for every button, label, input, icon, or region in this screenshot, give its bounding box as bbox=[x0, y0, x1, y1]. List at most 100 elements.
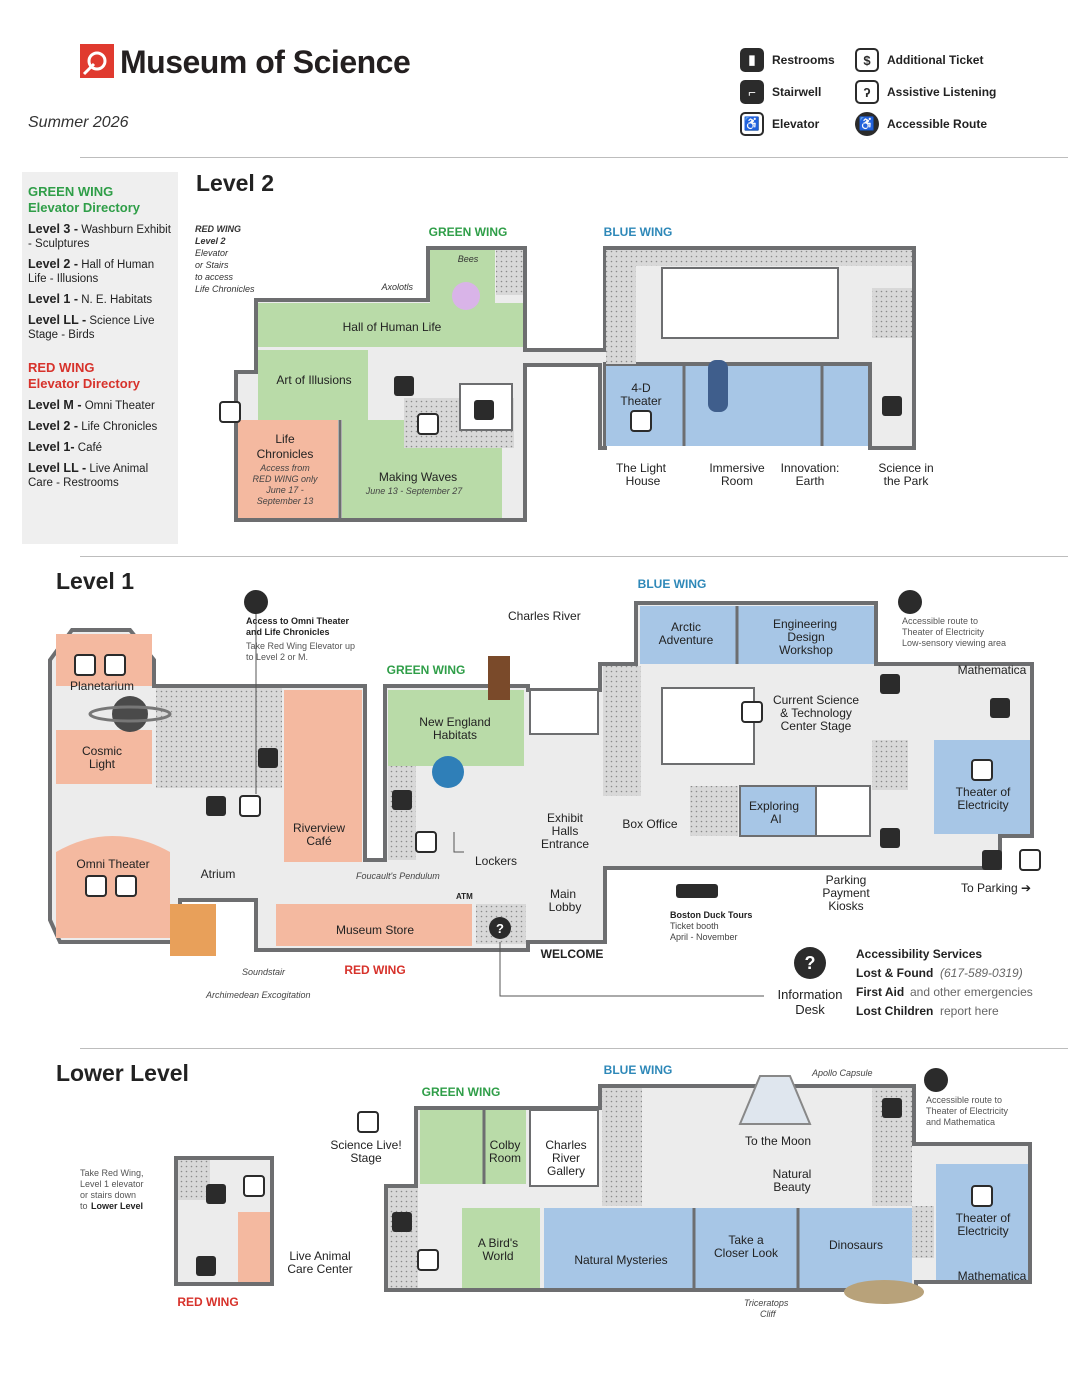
directory-entry: Level M - Omni Theater bbox=[28, 398, 155, 412]
info-desk-label: Desk bbox=[795, 1002, 825, 1017]
parking-kiosks-label: Kiosks bbox=[828, 899, 863, 913]
to-parking-label: To Parking ➔ bbox=[961, 881, 1031, 895]
note-line: Elevator bbox=[195, 248, 229, 258]
hatch-area bbox=[912, 1206, 934, 1258]
theater-electricity-room bbox=[934, 740, 1030, 834]
lower-access-note: Accessible route to bbox=[926, 1095, 1002, 1105]
blue-wing-level-2 bbox=[606, 366, 868, 446]
charles-river-label: Charles River bbox=[508, 609, 581, 623]
exhibit-halls-label: Entrance bbox=[541, 837, 589, 851]
box-office-label: Box Office bbox=[622, 817, 677, 831]
stairwell-icon bbox=[392, 790, 412, 810]
main-lobby-label: Main bbox=[550, 887, 576, 901]
elevator-icon bbox=[1019, 849, 1041, 871]
light-house-label: The Light bbox=[616, 461, 667, 475]
apollo-capsule-icon bbox=[738, 1075, 812, 1125]
restroom-icon bbox=[880, 828, 900, 848]
theater-electricity-lower bbox=[936, 1164, 1028, 1280]
lost-found-label: Lost & Found bbox=[856, 966, 933, 980]
restroom-icon bbox=[990, 698, 1010, 718]
hatch-area bbox=[388, 766, 416, 860]
blue-room bbox=[661, 267, 839, 339]
level-1-green-wing: GREEN WING bbox=[387, 663, 466, 677]
life-note: RED WING only bbox=[252, 474, 318, 484]
wheelchair-icon bbox=[898, 590, 922, 614]
hatch-area bbox=[496, 250, 523, 295]
theater-electricity-label: Electricity bbox=[957, 798, 1008, 812]
ticket-icon bbox=[630, 410, 652, 432]
current-science-label: Current Science bbox=[773, 693, 859, 707]
triceratops-icon bbox=[844, 1280, 924, 1304]
exhibit-halls-label: Halls bbox=[552, 824, 579, 838]
atrium-label: Atrium bbox=[201, 867, 236, 881]
immersive-room-label: Immersive bbox=[709, 461, 765, 475]
science-park-label: the Park bbox=[884, 474, 930, 488]
engineering-workshop-label: Workshop bbox=[779, 643, 833, 657]
first-aid-note: and other emergencies bbox=[910, 985, 1033, 999]
charles-gallery-room bbox=[529, 1109, 599, 1187]
duck-tours-note: April - November bbox=[670, 932, 738, 942]
omni-access-note: Access to Omni Theater bbox=[246, 616, 350, 626]
main-lobby-label: Lobby bbox=[549, 900, 582, 914]
restroom-icon bbox=[882, 396, 902, 416]
live-animal-label: Care Center bbox=[287, 1262, 352, 1276]
charles-gallery-label: Gallery bbox=[547, 1164, 585, 1178]
info-desk-glyph: ? bbox=[805, 953, 816, 973]
divider bbox=[80, 157, 1068, 158]
note-line: or Stairs bbox=[195, 260, 229, 270]
ear-icon bbox=[115, 875, 137, 897]
elevator-icon bbox=[243, 1175, 265, 1197]
exploring-ai-label: Exploring bbox=[749, 799, 799, 813]
theater-4d-label: 4-D bbox=[631, 381, 651, 395]
arctic-adventure-label: Arctic bbox=[671, 620, 701, 634]
directory-entry: Level 2 - Life Chronicles bbox=[28, 419, 158, 433]
season-label: Summer 2026 bbox=[28, 114, 129, 131]
directory-red-title: RED WING bbox=[28, 360, 95, 375]
first-aid-label: First Aid bbox=[856, 985, 904, 999]
ne-habitats-label: New England bbox=[419, 715, 490, 729]
access-route-note: Theater of Electricity bbox=[902, 627, 985, 637]
elevator-icon bbox=[417, 1249, 439, 1271]
duck-tours-label: Boston Duck Tours bbox=[670, 910, 752, 920]
theater-4d-label: Theater bbox=[620, 394, 661, 408]
stairwell-icon bbox=[392, 1212, 412, 1232]
lower-icons bbox=[196, 1068, 993, 1304]
question-icon bbox=[489, 917, 511, 939]
legend-stairwell: ⌐Stairwell bbox=[740, 80, 821, 104]
current-science-label: Center Stage bbox=[781, 719, 852, 733]
hatch-area bbox=[872, 288, 912, 338]
directory-green-title: GREEN WING bbox=[28, 184, 114, 199]
ear-icon: ʔ bbox=[855, 80, 879, 104]
question-glyph: ? bbox=[496, 921, 504, 936]
level-1-blue-wing: BLUE WING bbox=[638, 577, 707, 591]
immersive-room-label: Room bbox=[721, 474, 753, 488]
directory-red-subtitle: Elevator Directory bbox=[28, 376, 140, 391]
elevator-icon bbox=[417, 413, 439, 435]
science-live-label: Stage bbox=[350, 1151, 382, 1165]
archimedean-icon bbox=[170, 904, 216, 956]
elevator-directory: GREEN WING Elevator Directory Level 3 - … bbox=[22, 172, 178, 544]
wheelchair-icon bbox=[244, 590, 268, 614]
duck-boat-icon bbox=[676, 884, 718, 898]
exploring-ai-label: AI bbox=[770, 812, 781, 826]
mathematica-lower-label: Mathematica bbox=[958, 1269, 1027, 1283]
making-waves-label: Making Waves bbox=[379, 470, 457, 484]
hatch-area bbox=[636, 250, 912, 266]
lower-red-note: Level 1 elevator bbox=[80, 1179, 144, 1189]
natural-beauty-label: Natural bbox=[773, 1167, 812, 1181]
lost-children-note: report here bbox=[940, 1004, 999, 1018]
triceratops-label: Triceratops bbox=[744, 1298, 789, 1308]
lower-red-wing: RED WING bbox=[177, 1295, 238, 1309]
restroom-icon bbox=[196, 1256, 216, 1276]
museum-store-room bbox=[276, 904, 472, 946]
cosmic-light-label: Light bbox=[89, 757, 116, 771]
charles-gallery-label: Charles bbox=[545, 1138, 586, 1152]
exhibit-room bbox=[529, 689, 599, 735]
info-desk-label: Information bbox=[777, 987, 842, 1002]
science-park-label: Science in bbox=[878, 461, 933, 475]
colby-room-label: Colby bbox=[490, 1138, 521, 1152]
info-desk-icon bbox=[794, 947, 826, 979]
hatch-area bbox=[602, 1088, 642, 1206]
riverview-cafe-room bbox=[284, 690, 362, 862]
legend-elevator: ♿Elevator bbox=[740, 112, 819, 136]
